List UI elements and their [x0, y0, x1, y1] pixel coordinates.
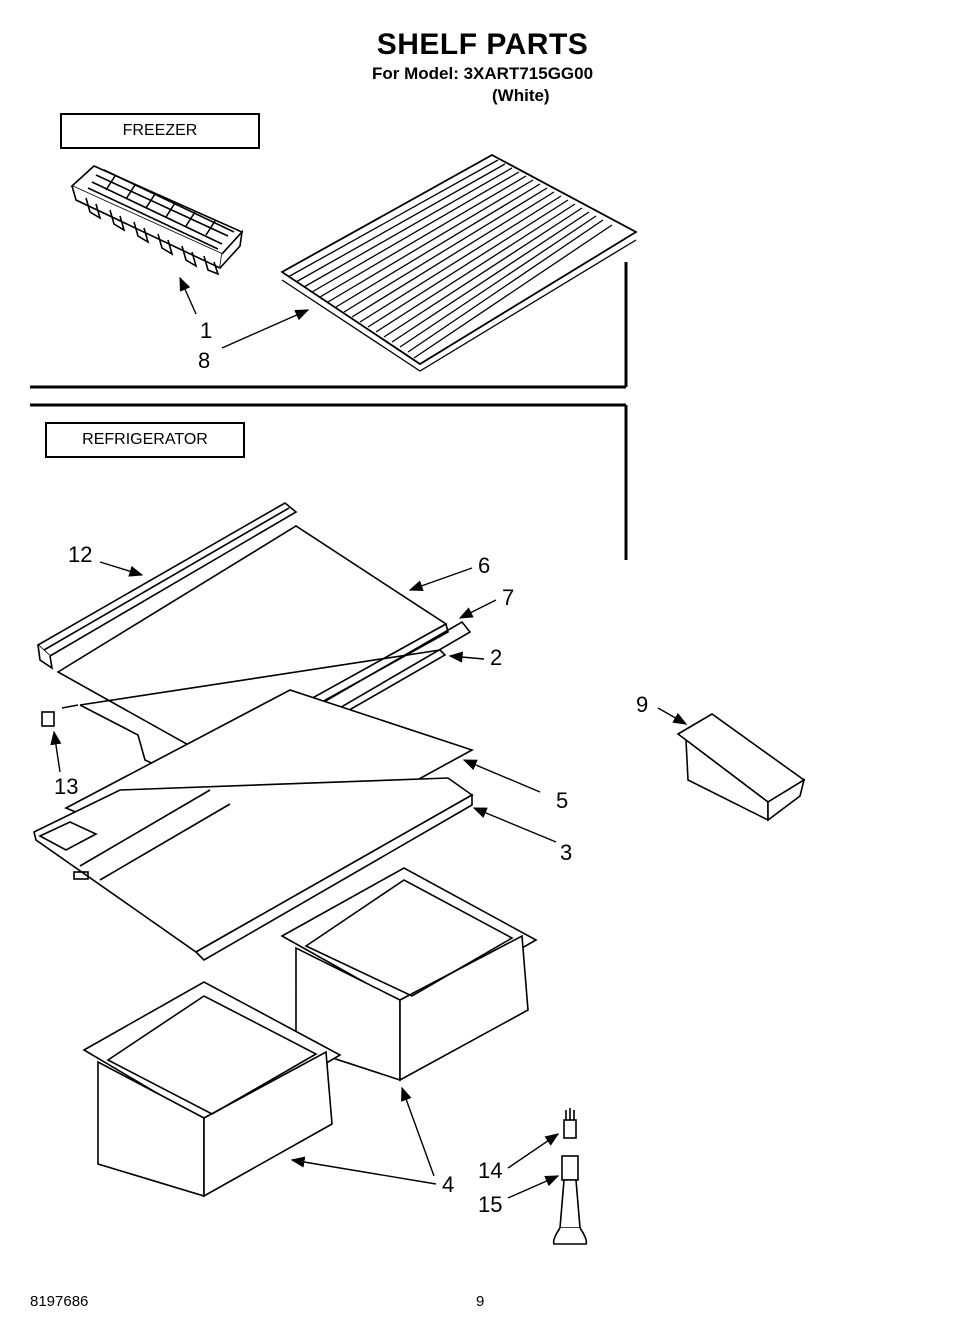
- callout-3: 3: [560, 840, 572, 865]
- callout-7: 7: [502, 585, 514, 610]
- freezer-section-label: FREEZER: [60, 113, 260, 149]
- ice-tray-illustration: [70, 165, 244, 276]
- part-13-clip: [41, 711, 55, 727]
- callout-13: 13: [54, 774, 78, 799]
- wire-shelf-illustration: [280, 153, 638, 372]
- leader-lines: [50, 276, 688, 1199]
- callout-6: 6: [478, 553, 490, 578]
- storage-bin-illustration: [676, 713, 806, 822]
- callout-1: 1: [200, 318, 212, 343]
- part-13-pin: [61, 704, 79, 709]
- refrigerator-frame: [30, 403, 628, 560]
- shelf-trim-illustration: [36, 502, 298, 670]
- freezer-frame: [30, 262, 628, 389]
- page-title: SHELF PARTS: [376, 28, 589, 61]
- callout-15: 15: [478, 1192, 502, 1217]
- callout-12: 12: [68, 542, 92, 567]
- callout-14: 14: [478, 1158, 502, 1183]
- crisper-drawer-left: [82, 981, 342, 1198]
- callout-8: 8: [198, 348, 210, 373]
- document-number: 8197686: [30, 1293, 89, 1310]
- leveler-illustration: [552, 1108, 588, 1245]
- page-number: 9: [476, 1293, 485, 1310]
- color-line: (White): [492, 86, 550, 105]
- refrigerator-label-text: REFRIGERATOR: [82, 431, 208, 448]
- callout-2: 2: [490, 645, 502, 670]
- model-line: For Model: 3XART715GG00: [372, 64, 594, 83]
- callout-9: 9: [636, 692, 648, 717]
- crisper-frame-illustration: [33, 777, 474, 962]
- refrigerator-section-label: REFRIGERATOR: [45, 422, 245, 458]
- callout-4: 4: [442, 1172, 454, 1197]
- callout-5: 5: [556, 788, 568, 813]
- freezer-label-text: FREEZER: [122, 122, 198, 139]
